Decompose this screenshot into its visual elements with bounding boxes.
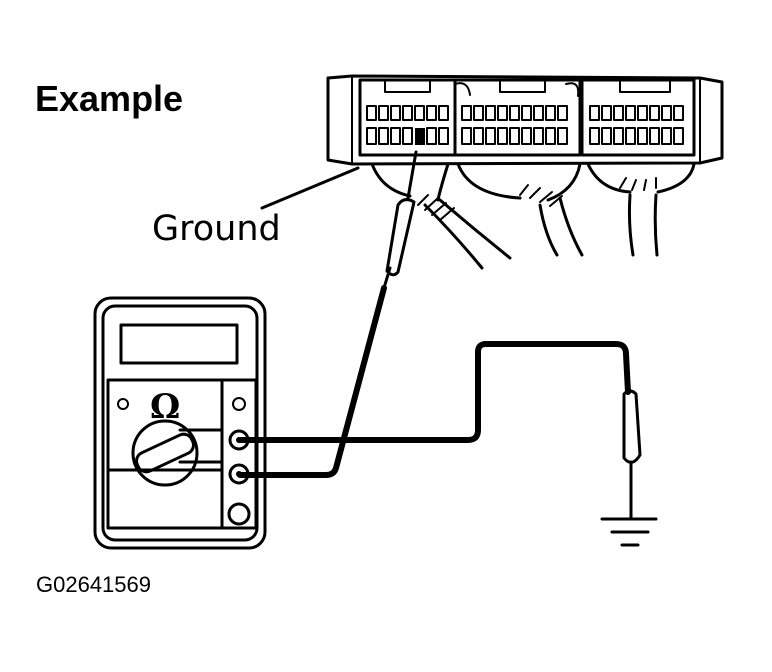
figure-id: G02641569 <box>36 572 151 597</box>
diagram-title: Example <box>35 78 183 119</box>
ground-label: Ground <box>152 209 281 249</box>
ground-terminal <box>415 128 425 145</box>
ground-probe <box>237 341 642 520</box>
probe-at-terminal <box>237 150 418 478</box>
jack-top <box>232 397 246 411</box>
ground-symbol-icon <box>600 517 658 547</box>
ecu-connector-icon <box>326 74 724 270</box>
jack-com <box>228 463 250 485</box>
ground-leader-line <box>260 166 360 210</box>
ohmmeter-icon: Ω <box>93 296 267 550</box>
jack-bottom <box>227 502 251 526</box>
selector-dial <box>131 419 224 487</box>
meter-display <box>119 323 239 365</box>
